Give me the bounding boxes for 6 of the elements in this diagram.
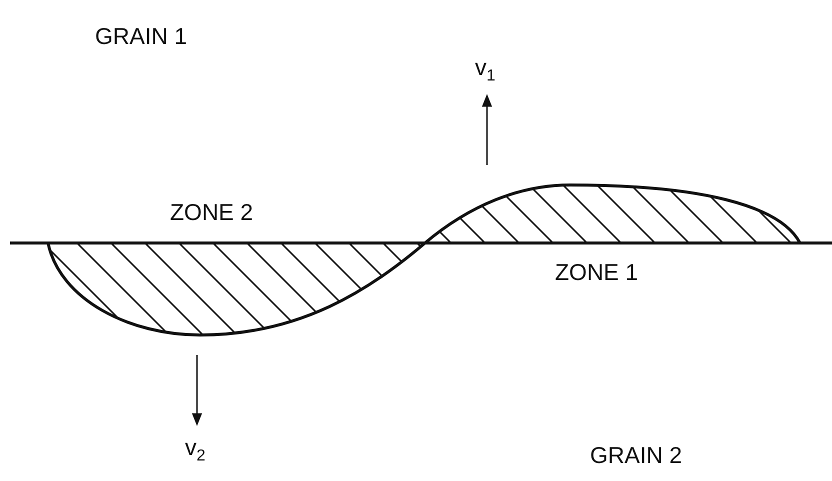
velocity-label: v$_{2}$	[185, 436, 206, 465]
velocity-label: v$_{1}$	[475, 56, 496, 85]
zone-label: ZONE 2	[170, 201, 254, 224]
region-label: GRAIN 1	[95, 25, 188, 48]
region-label: GRAIN 2	[590, 444, 682, 467]
zone-label: ZONE 1	[555, 261, 638, 284]
